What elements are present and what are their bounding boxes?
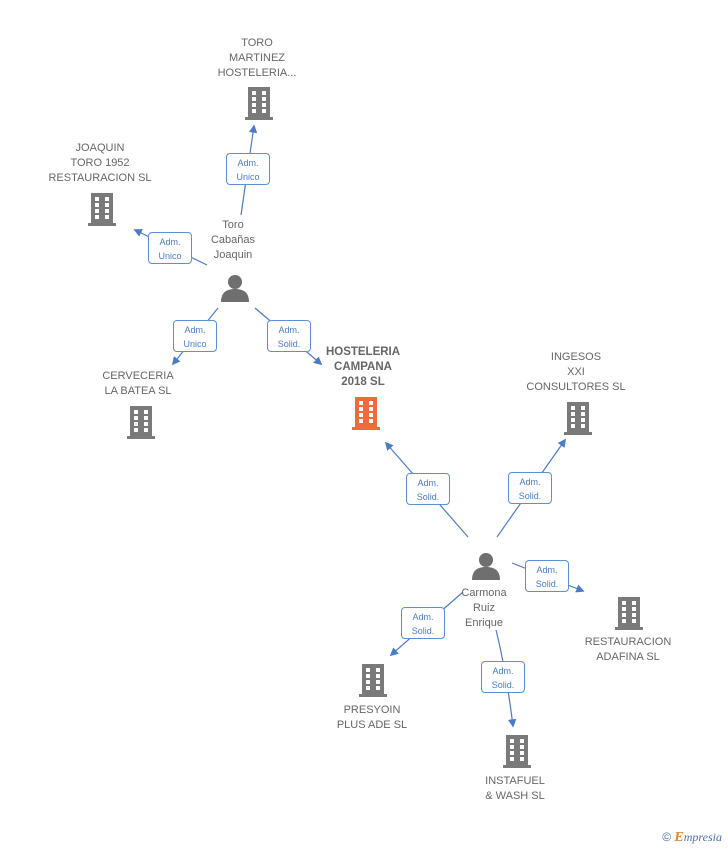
copyright-symbol: © [662, 830, 672, 844]
person-label-toro[interactable]: Toro Cabañas Joaquin [210, 219, 256, 261]
building-icon[interactable] [351, 396, 381, 430]
company-label-presyoin[interactable]: PRESYOIN PLUS ADE SL [336, 704, 408, 731]
edge-label-ingesos[interactable]: Adm. Solid. [508, 472, 552, 504]
company-label-hosteleria-campana[interactable]: HOSTELERIA CAMPANA 2018 SL [325, 346, 401, 388]
building-icon[interactable] [359, 663, 387, 697]
building-icon[interactable] [127, 405, 155, 439]
company-label-toro-martinez[interactable]: TORO MARTINEZ HOSTELERIA... [217, 37, 297, 79]
edge-label-presyoin[interactable]: Adm. Solid. [401, 607, 445, 639]
brand-rest: mpresia [683, 830, 722, 844]
edge-label-toro-martinez[interactable]: Adm. Unico [226, 153, 270, 185]
edge-label-cerveceria[interactable]: Adm. Unico [173, 320, 217, 352]
person-label-carmona[interactable]: Carmona Ruiz Enrique [461, 587, 507, 629]
edge-label-instafuel[interactable]: Adm. Solid. [481, 661, 525, 693]
company-label-instafuel[interactable]: INSTAFUEL & WASH SL [485, 775, 545, 802]
building-icon[interactable] [88, 192, 116, 226]
edge-label-restauracion[interactable]: Adm. Solid. [525, 560, 569, 592]
company-label-joaquin-toro[interactable]: JOAQUIN TORO 1952 RESTAURACION SL [48, 142, 152, 184]
company-label-restauracion-adafina[interactable]: RESTAURACION ADAFINA SL [584, 636, 672, 663]
edge-label-joaquin-toro[interactable]: Adm. Unico [148, 232, 192, 264]
edge-label-hosteleria-carmona[interactable]: Adm. Solid. [406, 473, 450, 505]
building-icon[interactable] [615, 596, 643, 630]
person-icon[interactable] [471, 552, 501, 580]
company-label-cerveceria[interactable]: CERVECERIA LA BATEA SL [102, 370, 174, 397]
person-icon[interactable] [220, 274, 250, 302]
edge-label-hosteleria-toro[interactable]: Adm. Solid. [267, 320, 311, 352]
building-icon[interactable] [564, 401, 592, 435]
building-icon[interactable] [245, 86, 273, 120]
company-label-ingesos[interactable]: INGESOS XXI CONSULTORES SL [526, 351, 626, 393]
brand-initial: E [674, 830, 684, 845]
empresia-logo[interactable]: © Empresia [662, 830, 722, 846]
building-icon[interactable] [503, 734, 531, 768]
